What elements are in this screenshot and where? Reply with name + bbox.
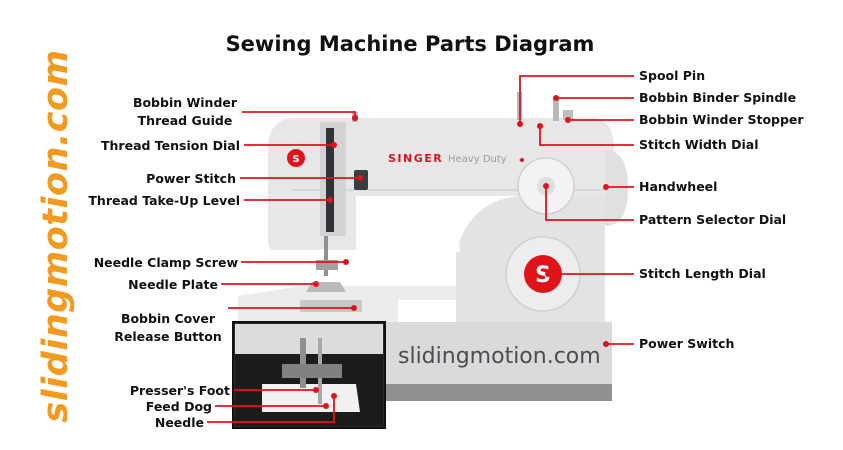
label-bobbin-winder-stopper: Bobbin Winder Stopper — [639, 112, 804, 127]
tension-dial-shape — [326, 128, 334, 232]
label-bobbin-binder-spindle: Bobbin Binder Spindle — [639, 90, 797, 105]
label-needle-plate: Needle Plate — [128, 277, 218, 292]
label-stitch-width-dial: Stitch Width Dial — [639, 137, 759, 152]
label-stitch-length-dial: Stitch Length Dial — [639, 266, 766, 281]
label-power-switch: Power Switch — [639, 336, 735, 351]
handwheel-shape — [605, 150, 628, 226]
inset-presser-foot — [262, 384, 360, 412]
label-handwheel: Handwheel — [639, 179, 718, 194]
svg-text:S: S — [535, 263, 551, 288]
label-needle-clamp-screw: Needle Clamp Screw — [93, 255, 238, 270]
brand-model: Heavy Duty — [448, 154, 507, 165]
arm-arch-gap — [356, 196, 460, 252]
machine-arm — [268, 118, 614, 250]
brand-name: SINGER — [388, 152, 443, 165]
label-feed-dog: Feed Dog — [145, 399, 212, 414]
label-pressers-foot: Presser's Foot — [129, 383, 230, 398]
label-power-stitch: Power Stitch — [146, 171, 236, 186]
svg-text:S: S — [292, 154, 299, 165]
label-spool-pin: Spool Pin — [639, 68, 706, 83]
label-needle: Needle — [154, 415, 204, 430]
center-watermark: slidingmotion.com — [398, 344, 601, 369]
diagram-title: Sewing Machine Parts Diagram — [225, 32, 595, 56]
label-pattern-selector-dial: Pattern Selector Dial — [639, 212, 787, 227]
label-thread-tension-dial: Thread Tension Dial — [101, 138, 240, 153]
label-bobbin-winder-thread-guide: Bobbin Winder Thread Guide — [132, 95, 238, 128]
label-thread-take-up-level: Thread Take-Up Level — [88, 193, 240, 208]
label-bobbin-cover-release-button: Bobbin Cover Release Button — [114, 311, 222, 344]
